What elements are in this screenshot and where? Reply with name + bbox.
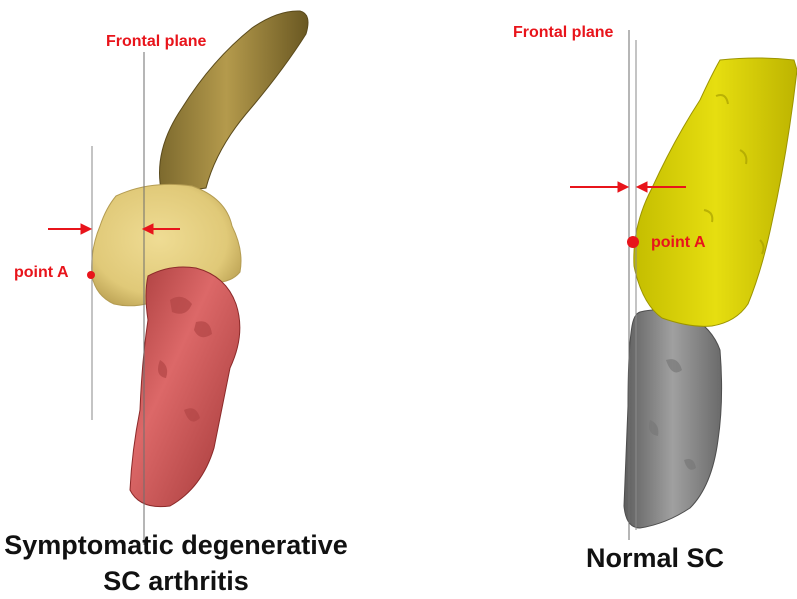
- left-caption-line2: SC arthritis: [0, 563, 352, 599]
- left-arrow-right: [48, 224, 91, 234]
- right-point-a-marker: [627, 236, 639, 248]
- right-clavicle: [634, 58, 797, 326]
- left-point-a-label: point A: [14, 264, 69, 282]
- left-frontal-plane-label: Frontal plane: [106, 33, 206, 51]
- left-caption: Symptomatic degenerative SC arthritis: [0, 527, 352, 599]
- right-caption: Normal SC: [560, 540, 750, 576]
- right-manubrium: [624, 310, 722, 528]
- right-frontal-plane-label: Frontal plane: [513, 24, 613, 42]
- left-point-a-marker: [87, 271, 95, 279]
- right-point-a-label: point A: [651, 234, 706, 252]
- left-caption-line1: Symptomatic degenerative: [0, 527, 352, 563]
- left-panel: [48, 11, 308, 545]
- right-arrow-right: [570, 182, 628, 192]
- right-panel: [570, 30, 797, 540]
